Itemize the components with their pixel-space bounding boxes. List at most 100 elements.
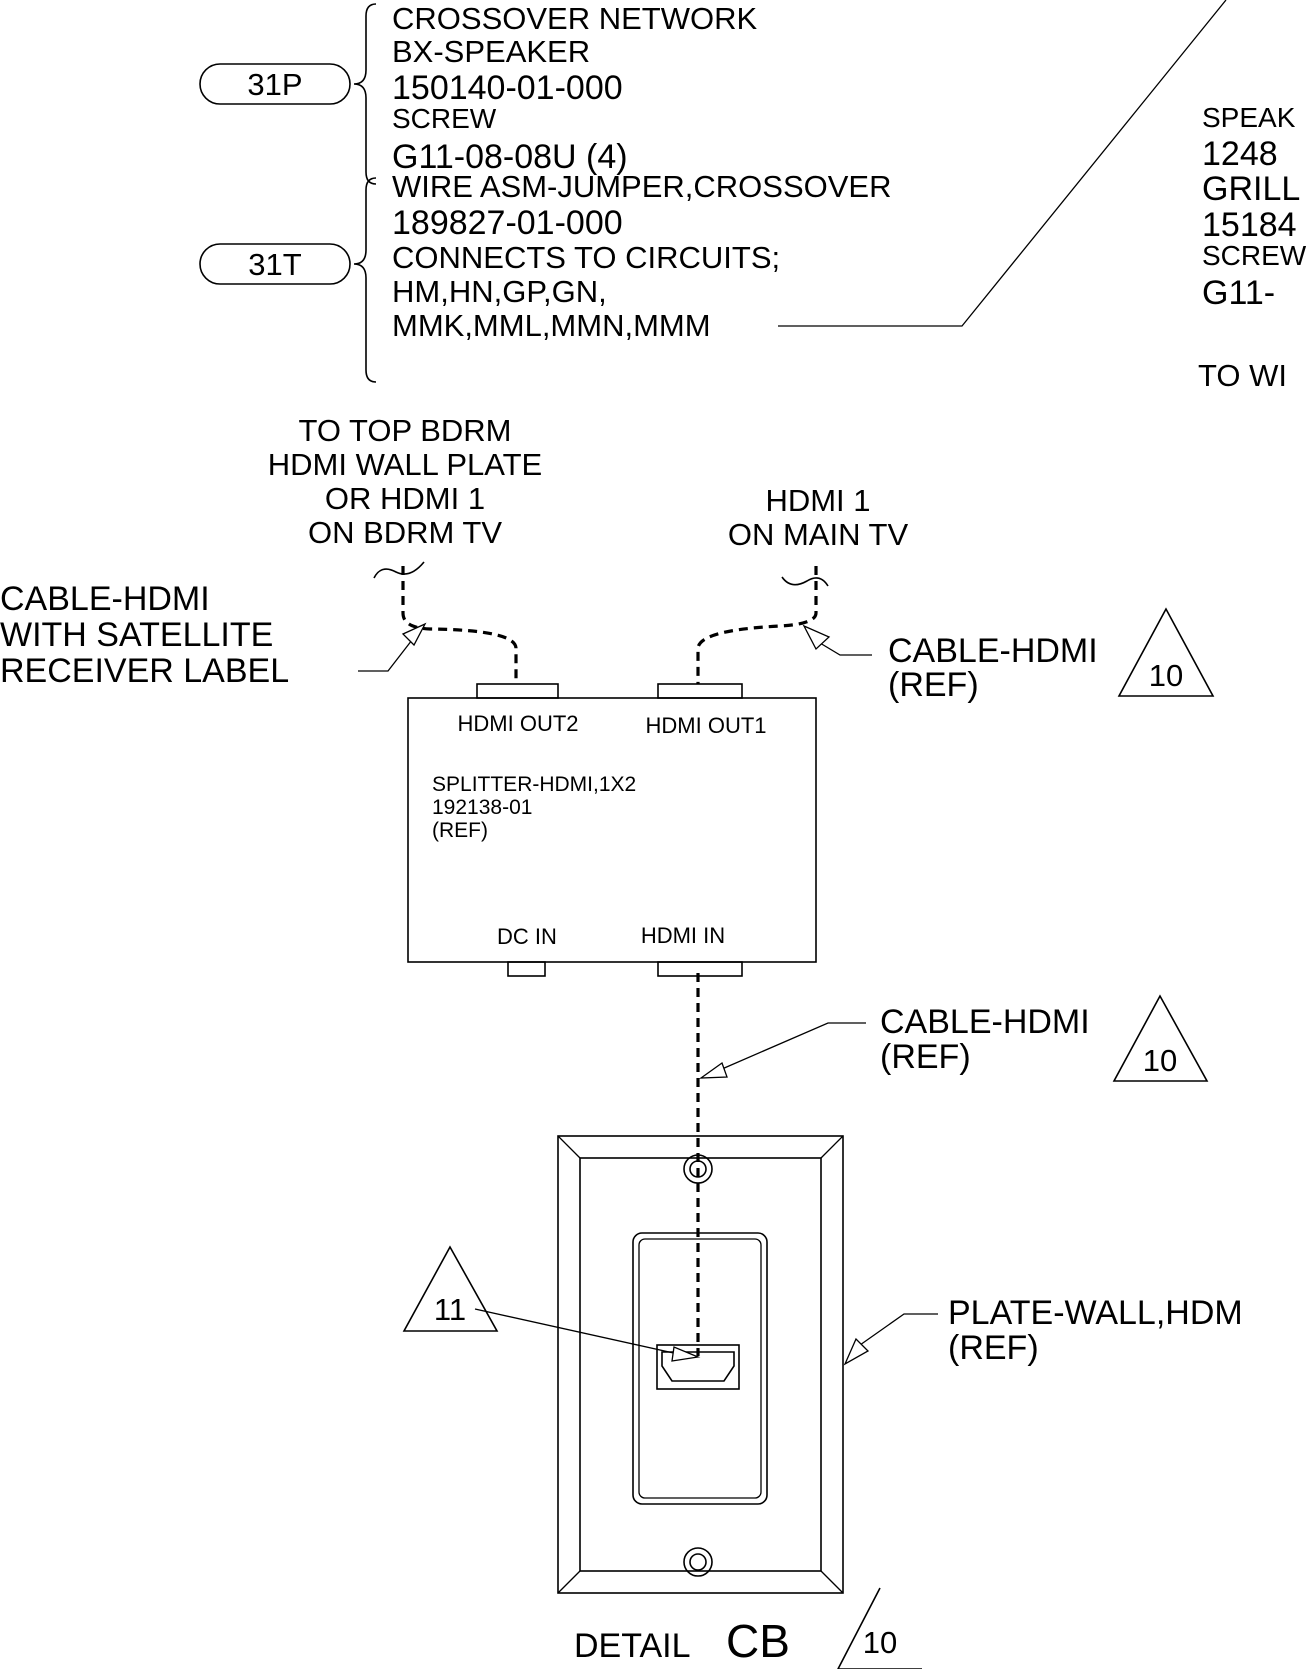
to-top-bdrm-label: TO TOP BDRM HDMI WALL PLATE OR HDMI 1 ON…: [268, 413, 542, 550]
cable-hdmi-out1: [696, 566, 818, 684]
bevel-bottom-left: [557, 1570, 581, 1594]
callout-tag-31t: 31T: [248, 247, 301, 282]
cable-satellite-leader: [358, 639, 413, 672]
cable-ref-mid-arrowhead: [698, 1061, 728, 1079]
plate-insert-outer: [632, 1232, 768, 1505]
cable-ref-mid-label: CABLE-HDMI (REF): [880, 1003, 1090, 1076]
hdmi-port-housing: [656, 1344, 740, 1390]
detail-id: CB: [726, 1615, 790, 1667]
bevel-top-right: [820, 1135, 844, 1159]
rev-triangle-mid: 10: [1112, 994, 1209, 1082]
wire-asm-title: WIRE ASM-JUMPER,CROSSOVER: [392, 169, 892, 204]
cable-ref-top-line-2: (REF): [888, 666, 979, 704]
screw-part: G11-08-08U (4): [392, 138, 628, 176]
hdmi1-main-line-1: HDMI 1: [765, 483, 870, 518]
cable-satellite-label: CABLE-HDMI WITH SATELLITE RECEIVER LABEL: [0, 580, 289, 690]
hdmi1-main-tv-label: HDMI 1 ON MAIN TV: [728, 483, 909, 552]
wall-plate-inner: [579, 1157, 822, 1572]
cable-ref-top-line-1: CABLE-HDMI: [888, 632, 1098, 670]
to-wi-partial: TO WI: [1198, 358, 1287, 393]
circuits-line-2: MMK,MML,MMN,MMM: [392, 308, 711, 343]
note-triangle-11-number: 11: [434, 1292, 466, 1327]
callout-31t: 31T WIRE ASM-JUMPER,CROSSOVER 189827-01-…: [199, 169, 892, 383]
screw-label: SCREW: [392, 103, 497, 134]
cable-ref-mid-line-1: CABLE-HDMI: [880, 1003, 1090, 1041]
plate-wall-label: PLATE-WALL,HDM (REF): [948, 1294, 1243, 1367]
to-top-bdrm-line-4: ON BDRM TV: [308, 515, 502, 550]
callout-31p: 31P CROSSOVER NETWORK BX-SPEAKER 150140-…: [199, 1, 757, 185]
connects-to-label: CONNECTS TO CIRCUITS;: [392, 240, 780, 275]
splitter-ref: (REF): [432, 819, 488, 842]
plate-screw-bottom-inner: [689, 1553, 707, 1571]
plate-screw-top-inner: [689, 1160, 707, 1178]
cable-break-right: [781, 576, 829, 587]
detail-word: DETAIL: [574, 1627, 691, 1665]
wire-asm-part: 189827-01-000: [392, 204, 623, 242]
cable-ref-top-arrowhead: [802, 624, 831, 651]
out1-label: HDMI OUT1: [646, 713, 767, 738]
to-top-bdrm-line-3: OR HDMI 1: [325, 481, 485, 516]
rev-triangle-mid-number: 10: [1143, 1043, 1177, 1078]
circuits-line-1: HM,HN,GP,GN,: [392, 274, 607, 309]
grille-part-partial: 15184: [1202, 206, 1297, 244]
cable-ref-top-leader: [819, 642, 872, 656]
callout-tag-31t-box: [199, 243, 351, 285]
callout-tag-31p: 31P: [247, 67, 302, 102]
dc-in-connector: [507, 961, 546, 977]
note-triangle-11-shape: [402, 1245, 499, 1332]
bevel-top-left: [557, 1135, 581, 1159]
wall-plate-outer: [557, 1135, 844, 1594]
to-top-bdrm-line-1: TO TOP BDRM: [298, 413, 511, 448]
splitter-body: [407, 697, 817, 963]
to-top-bdrm-line-2: HDMI WALL PLATE: [268, 447, 542, 482]
rev-triangle-detail-shape: [837, 1587, 922, 1669]
plate-wall-arrowhead: [843, 1337, 870, 1366]
brace-31t: [353, 177, 377, 383]
hdmi-in-connector: [657, 961, 743, 977]
cable-satellite-line-1: CABLE-HDMI: [0, 580, 210, 618]
crossover-network-subtitle: BX-SPEAKER: [392, 34, 590, 69]
hdmi-splitter: HDMI OUT2 HDMI OUT1 SPLITTER-HDMI,1X2 19…: [407, 683, 817, 977]
dc-in-label: DC IN: [497, 924, 557, 949]
cable-satellite-line-3: RECEIVER LABEL: [0, 652, 289, 690]
cable-ref-mid-line-2: (REF): [880, 1038, 971, 1076]
hdmi-wall-plate: [557, 1135, 844, 1594]
cable-break-left: [373, 561, 425, 579]
plate-wall-leader: [859, 1313, 938, 1346]
crossover-network-title: CROSSOVER NETWORK: [392, 1, 757, 36]
cable-ref-mid-leader: [721, 1022, 866, 1070]
plate-insert-inner: [638, 1238, 762, 1499]
rev-triangle-detail-number: 10: [863, 1625, 897, 1660]
rev-triangle-mid-shape: [1112, 994, 1209, 1082]
rev-triangle-top: 10: [1117, 607, 1215, 697]
plate-wall-line-2: (REF): [948, 1329, 1039, 1367]
out1-connector: [657, 683, 743, 699]
grille-label-partial: GRILL: [1202, 170, 1300, 208]
detail-title: DETAIL CB 10: [574, 1587, 922, 1669]
hdmi-port-icon: [661, 1351, 735, 1382]
cable-satellite-arrowhead: [401, 622, 427, 647]
hdmi-in-label: HDMI IN: [641, 923, 725, 948]
hdmi1-main-line-2: ON MAIN TV: [728, 517, 909, 552]
right-partial-callout: SPEAK 1248 GRILL 15184 SCREW G11- TO WI: [1198, 102, 1306, 393]
cable-ref-top-label: CABLE-HDMI (REF): [888, 632, 1098, 704]
cable-hdmi-out2: [401, 566, 518, 684]
circuits-leader-line: [778, 0, 1227, 327]
callout-tag-31p-box: [199, 63, 351, 105]
plate-screw-bottom-outer: [683, 1547, 713, 1577]
brace-31p: [353, 3, 377, 185]
rev-triangle-top-number: 10: [1149, 658, 1183, 693]
rev-triangle-top-shape: [1117, 607, 1215, 697]
bevel-bottom-right: [820, 1570, 844, 1594]
speaker-label-partial: SPEAK: [1202, 102, 1296, 133]
splitter-part: 192138-01: [432, 796, 532, 819]
crossover-network-part: 150140-01-000: [392, 69, 623, 107]
out2-label: HDMI OUT2: [458, 711, 579, 736]
note-11-leader: [474, 1308, 679, 1355]
cable-satellite-line-2: WITH SATELLITE: [0, 616, 273, 654]
splitter-name: SPLITTER-HDMI,1X2: [432, 773, 636, 796]
note-11-arrowhead: [671, 1346, 701, 1362]
plate-screw-top-outer: [683, 1154, 713, 1184]
plate-wall-line-1: PLATE-WALL,HDM: [948, 1294, 1243, 1332]
